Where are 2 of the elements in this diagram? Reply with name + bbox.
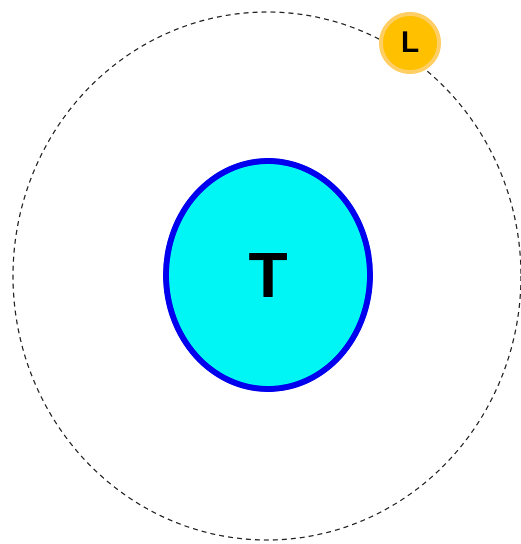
node-label: L (400, 28, 420, 58)
node-label: T (248, 243, 288, 307)
